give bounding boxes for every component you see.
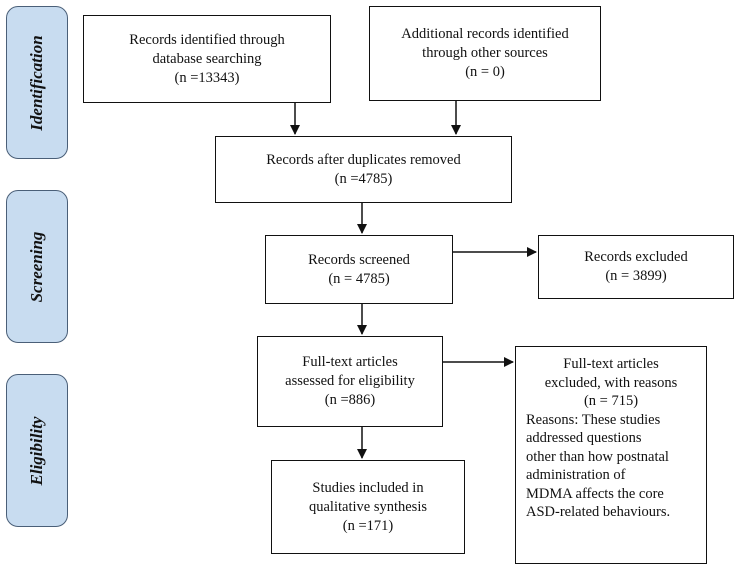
screened-line1: Records screened: [308, 251, 410, 268]
records-excluded-box: Records excluded (n = 3899): [538, 235, 734, 299]
records-identified-database-box: Records identified through database sear…: [83, 15, 331, 103]
fulltext-excluded-line1: Full-text articles: [563, 356, 659, 372]
reason-line2: addressed questions: [526, 430, 642, 446]
database-line1: Records identified through: [129, 31, 285, 48]
screened-count: (n = 4785): [328, 270, 390, 287]
fulltext-line1: Full-text articles: [302, 354, 398, 370]
fulltext-assessed-box: Full-text articles assessed for eligibil…: [257, 336, 443, 427]
records-after-duplicates-box: Records after duplicates removed (n =478…: [215, 136, 512, 203]
other-sources-count: (n = 0): [465, 64, 505, 80]
reason-line6: ASD-related behaviours.: [526, 504, 671, 520]
fulltext-excluded-box: Full-text articles excluded, with reason…: [515, 346, 707, 564]
phase-identification: Identification: [6, 6, 68, 159]
included-count: (n =171): [342, 517, 394, 534]
duplicates-count: (n =4785): [334, 170, 393, 187]
other-sources-line1: Additional records identified: [401, 26, 569, 42]
included-line1: Studies included in: [312, 479, 424, 496]
reason-line5: MDMA affects the core: [526, 485, 664, 502]
studies-included-box: Studies included in qualitative synthesi…: [271, 460, 465, 554]
fulltext-excluded-count: (n = 715): [583, 393, 639, 409]
fulltext-count: (n =886): [324, 392, 376, 408]
excluded-count: (n = 3899): [605, 268, 667, 284]
reason-line3: other than how postnatal: [526, 448, 669, 465]
records-screened-box: Records screened (n = 4785): [265, 235, 453, 304]
phase-eligibility: Eligibility: [6, 374, 68, 527]
database-count: (n =13343): [174, 69, 240, 86]
included-line2: qualitative synthesis: [309, 498, 427, 515]
phase-screening: Screening: [6, 190, 68, 343]
records-other-sources-box: Additional records identified through ot…: [369, 6, 601, 101]
reason-line4: administration of: [526, 467, 626, 483]
reason-line1: Reasons: These studies: [526, 411, 661, 428]
other-sources-line2: through other sources: [422, 45, 548, 61]
fulltext-excluded-line2: excluded, with reasons: [544, 374, 678, 391]
fulltext-line2: assessed for eligibility: [285, 373, 415, 389]
database-line2: database searching: [152, 50, 262, 67]
duplicates-line1: Records after duplicates removed: [266, 151, 461, 168]
excluded-line1: Records excluded: [584, 249, 688, 265]
